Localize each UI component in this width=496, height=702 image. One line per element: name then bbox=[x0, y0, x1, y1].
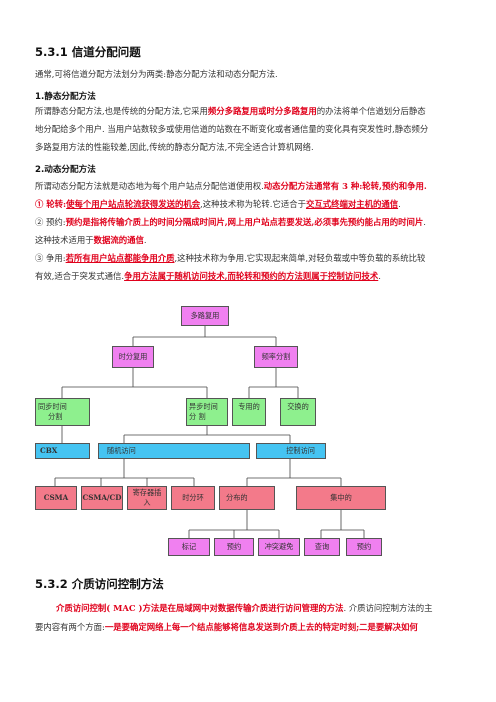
section-heading-532: 5.3.2 介质访问控制方法 bbox=[35, 577, 164, 591]
node-controlled-access: 控制访问 bbox=[256, 443, 326, 459]
node-multiplexing: 多路复用 bbox=[181, 306, 229, 326]
node-register-insertion: 寄存器插入 bbox=[127, 486, 167, 510]
node-dedicated: 专用的 bbox=[232, 398, 266, 426]
static-line-1: 所谓静态分配方法,也是传统的分配方法,它采用频分多路复用或时分多路复用的办法将单… bbox=[35, 106, 426, 116]
node-reservation-distributed: 预约 bbox=[214, 538, 254, 556]
node-async-time-division: 异步时间分 割 bbox=[186, 398, 228, 426]
dynamic-line-1: 所谓动态分配方法就是动态地为每个用户站点分配信道使用权.动态分配方法通常有 3 … bbox=[35, 181, 427, 191]
node-token: 标记 bbox=[168, 538, 210, 556]
node-distributed: 分布的 bbox=[219, 486, 275, 510]
node-polling: 查询 bbox=[304, 538, 340, 556]
section-heading-531: 5.3.1 信道分配问题 bbox=[35, 45, 141, 59]
node-time-division: 时分复用 bbox=[112, 346, 154, 368]
mac-line-1: 介质访问控制( MAC )方法是在局域网中对数据传输介质进行访问管理的方法. 介… bbox=[56, 603, 433, 613]
contention-paragraph: ③ 争用:若所有用户站点都能争用介质,这种技术称为争用.它实现起来简单,对轻负载… bbox=[35, 253, 426, 263]
node-reservation-central: 预约 bbox=[346, 538, 382, 556]
node-switched: 交换的 bbox=[280, 398, 316, 426]
node-random-access: 随机访问 bbox=[98, 443, 250, 459]
static-allocation-title: 1.静态分配方法 bbox=[35, 92, 96, 102]
polling-paragraph: ① 轮转:使每个用户站点轮流获得发送的机会,这种技术称为轮转.它适合于交互式终端… bbox=[35, 199, 401, 209]
contention-line-2: 有效,适合于突发式通信.争用方法属于随机访问技术,而轮转和预约的方法则属于控制访… bbox=[35, 271, 381, 281]
node-csma: CSMA bbox=[35, 486, 77, 510]
intro-paragraph: 通常,可将信道分配方法划分为两类:静态分配方法和动态分配方法. bbox=[35, 69, 278, 79]
node-collision-avoidance: 冲突避免 bbox=[258, 538, 300, 556]
reservation-paragraph: ② 预约:预约是指将传输介质上的时间分隔成时间片,网上用户站点若要发送,必须事先… bbox=[35, 217, 426, 227]
node-slotted-ring: 时分环 bbox=[171, 486, 215, 510]
static-line-3: 多路复用方法的性能较差,因此,传统的静态分配方法,不完全适合计算机网络. bbox=[35, 142, 314, 152]
node-frequency-division: 频率分割 bbox=[254, 346, 298, 368]
dynamic-allocation-title: 2.动态分配方法 bbox=[35, 165, 96, 175]
node-sync-time-division: 同步时间分割 bbox=[35, 398, 90, 426]
node-cbx: CBX bbox=[35, 443, 90, 459]
reservation-line-2: 这种技术适用于数据流的通信. bbox=[35, 235, 147, 245]
mac-line-2: 要内容有两个方面:一是要确定网络上每一个结点能够将信息发送到介质上去的特定时刻;… bbox=[35, 622, 418, 632]
static-line-2: 地分配给多个用户. 当用户站数较多或使用信道的站数在不断变化或者通信量的变化具有… bbox=[35, 124, 429, 134]
node-centralized: 集中的 bbox=[296, 486, 386, 510]
node-csma-cd: CSMA/CD bbox=[81, 486, 123, 510]
